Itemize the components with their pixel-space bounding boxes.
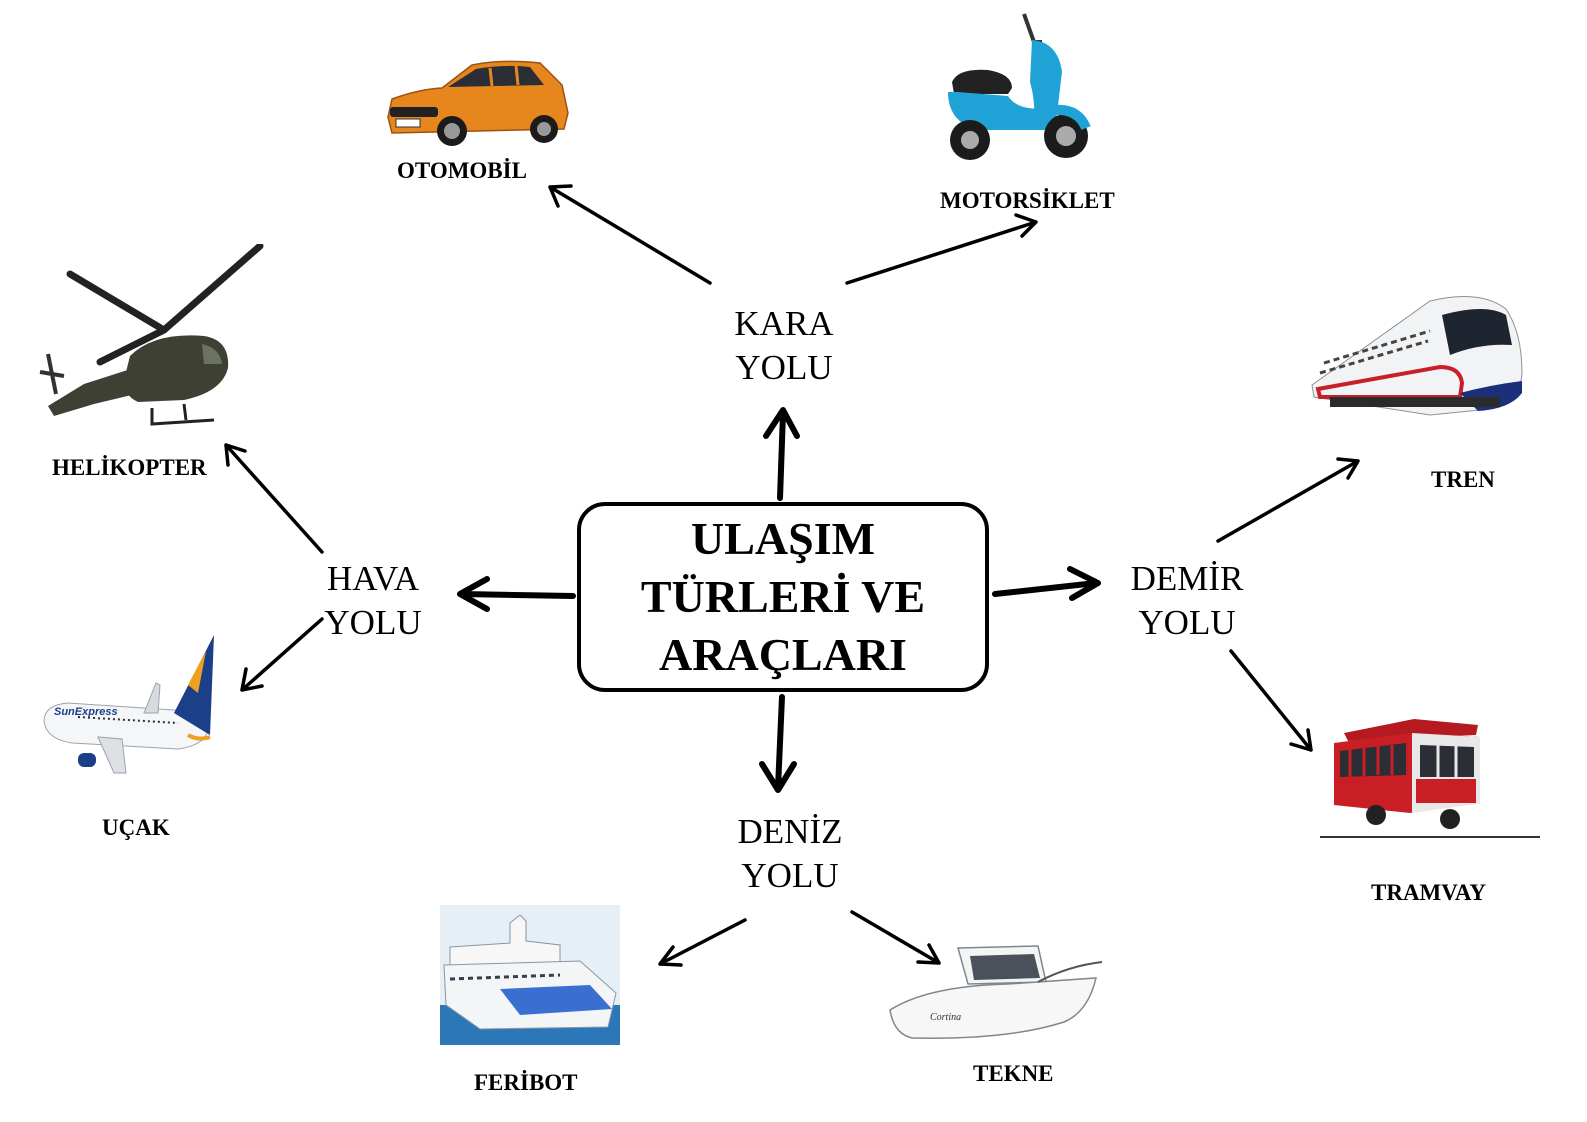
- label-tekne: TEKNE: [973, 1061, 1054, 1086]
- category-line-1: HAVA: [326, 559, 420, 598]
- arrow-to-ucak: [240, 617, 324, 692]
- label-ucak: UÇAK: [102, 815, 170, 840]
- label-helikopter: HELİKOPTER: [52, 455, 207, 480]
- boat-image: Cortina: [889, 945, 1103, 1039]
- category-kara-yolu: KARA YOLU: [728, 302, 840, 390]
- label-motorsiklet: MOTORSİKLET: [940, 188, 1115, 213]
- ferry-image: [440, 905, 620, 1045]
- tram-image: [1320, 719, 1540, 838]
- arrow-to-helikopter: [224, 443, 324, 554]
- title-line-2: TÜRLERİ VE: [640, 571, 926, 622]
- category-demir-yolu: DEMİR YOLU: [1124, 557, 1250, 645]
- category-line-2: YOLU: [1138, 603, 1236, 642]
- central-title-box: ULAŞIM TÜRLERİ VE ARAÇLARI: [577, 502, 989, 692]
- category-deniz-yolu: DENİZ YOLU: [730, 810, 850, 898]
- arrow-to-hava: [457, 576, 576, 612]
- title-line-1: ULAŞIM: [690, 513, 876, 564]
- airline-logo-text: SunExpress: [54, 706, 118, 718]
- arrow-to-tramvay: [1229, 649, 1313, 752]
- category-hava-yolu: HAVA YOLU: [318, 557, 428, 645]
- vehicle-arrows: [224, 184, 1360, 967]
- airplane-image: SunExpress: [43, 635, 214, 774]
- category-line-1: KARA: [734, 304, 834, 343]
- arrow-to-deniz: [759, 694, 797, 793]
- arrow-to-tekne: [850, 910, 941, 965]
- helicopter-image: [39, 244, 264, 426]
- arrow-to-tren: [1216, 457, 1360, 543]
- car-image: [387, 60, 569, 146]
- category-line-2: YOLU: [735, 348, 833, 387]
- arrow-to-demir: [992, 566, 1101, 601]
- boat-name-text: Cortina: [930, 1012, 961, 1023]
- arrow-to-motorsiklet: [845, 213, 1038, 285]
- label-tren: TREN: [1431, 467, 1495, 492]
- label-otomobil: OTOMOBİL: [397, 158, 527, 183]
- main-arrows: [457, 407, 1101, 793]
- label-feribot: FERİBOT: [474, 1070, 578, 1095]
- category-line-2: YOLU: [741, 856, 839, 895]
- arrow-to-kara: [763, 407, 800, 501]
- train-image: [1311, 296, 1523, 416]
- title-line-3: ARAÇLARI: [659, 629, 907, 680]
- category-line-1: DEMİR: [1130, 559, 1244, 598]
- scooter-image: [948, 13, 1091, 160]
- category-line-2: YOLU: [324, 603, 422, 642]
- label-tramvay: TRAMVAY: [1371, 880, 1487, 905]
- category-line-1: DENİZ: [737, 812, 843, 851]
- arrow-to-otomobil: [548, 184, 712, 285]
- arrow-to-feribot: [658, 918, 747, 967]
